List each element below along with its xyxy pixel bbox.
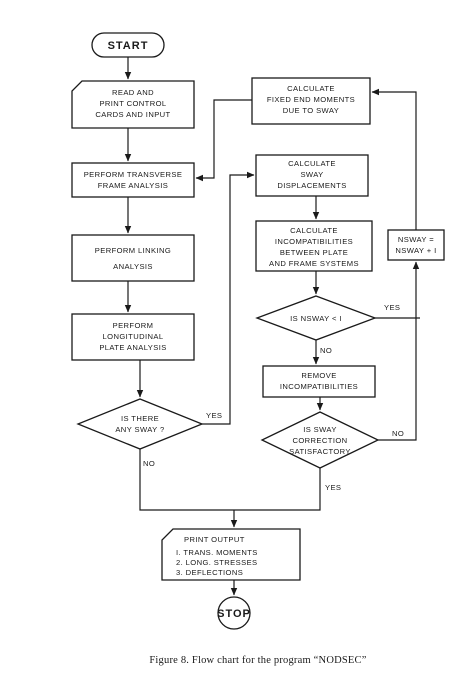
nsway-increment-box: NSWAY = NSWAY + I — [387, 229, 445, 261]
print-output-item-3: 3. DEFLECTIONS — [176, 568, 243, 577]
longitudinal-analysis-box: PERFORM LONGITUDINAL PLATE ANALYSIS — [71, 313, 195, 361]
print-output-item-1: I. TRANS. MOMENTS — [176, 548, 258, 557]
sway-ok-line-3: SATISFACTORY — [289, 447, 351, 456]
fixed-end-line-3: DUE TO SWAY — [283, 106, 339, 115]
stop-label: STOP — [217, 608, 251, 620]
any-sway-decision: IS THERE ANY SWAY ? — [76, 398, 204, 450]
nsway-no-label: NO — [320, 346, 332, 355]
incompatibilities-box: CALCULATE INCOMPATIBILITIES BETWEEN PLAT… — [255, 220, 373, 272]
incompat-line-1: CALCULATE — [290, 226, 338, 235]
connector-increment-fixed-end — [371, 88, 417, 230]
print-output-title: PRINT OUTPUT — [184, 535, 245, 544]
fixed-end-line-1: CALCULATE — [287, 84, 335, 93]
correction-yes-label: YES — [325, 483, 341, 492]
incompat-line-3: BETWEEN PLATE — [280, 248, 348, 257]
connector-any-sway-yes — [202, 171, 255, 425]
transverse-analysis-box: PERFORM TRANSVERSE FRAME ANALYSIS — [71, 162, 195, 198]
linking-line-2: ANALYSIS — [113, 262, 153, 271]
longitudinal-line-3: PLATE ANALYSIS — [99, 343, 166, 352]
connector-correction-no — [378, 261, 420, 441]
transverse-line-1: PERFORM TRANSVERSE — [84, 170, 183, 179]
sway-disp-line-1: CALCULATE — [288, 159, 336, 168]
sway-ok-line-2: CORRECTION — [292, 436, 347, 445]
sway-ok-line-1: IS SWAY — [303, 425, 337, 434]
nsway-decision: IS NSWAY < I — [255, 295, 377, 341]
connector-correction-yes — [234, 468, 321, 511]
incompat-line-2: INCOMPATIBILITIES — [275, 237, 353, 246]
remove-incompatibilities-box: REMOVE INCOMPATIBILITIES — [262, 365, 376, 398]
nsway-yes-label: YES — [384, 303, 400, 312]
any-sway-line-2: ANY SWAY ? — [115, 425, 164, 434]
sway-displacements-box: CALCULATE SWAY DISPLACEMENTS — [255, 154, 369, 197]
sway-disp-line-2: SWAY — [300, 170, 323, 179]
read-input-line-1: READ AND — [112, 88, 154, 97]
sway-disp-line-3: DISPLACEMENTS — [277, 181, 346, 190]
figure-caption: Figure 8. Flow chart for the program “NO… — [149, 655, 366, 666]
linking-analysis-box: PERFORM LINKING ANALYSIS — [71, 234, 195, 282]
transverse-line-2: FRAME ANALYSIS — [98, 181, 168, 190]
print-output-card: PRINT OUTPUT I. TRANS. MOMENTS 2. LONG. … — [161, 528, 301, 581]
stop-terminal: STOP — [217, 596, 251, 630]
remove-line-1: REMOVE — [301, 371, 336, 380]
correction-no-label: NO — [392, 429, 404, 438]
incompat-line-4: AND FRAME SYSTEMS — [269, 259, 359, 268]
longitudinal-line-1: PERFORM — [113, 321, 154, 330]
connector-any-sway-no — [139, 449, 234, 511]
nsway-check-label: IS NSWAY < I — [290, 314, 342, 323]
remove-line-2: INCOMPATIBILITIES — [280, 382, 358, 391]
linking-line-1: PERFORM LINKING — [95, 246, 171, 255]
nsway-inc-line-2: NSWAY + I — [395, 246, 436, 255]
read-input-line-3: CARDS AND INPUT — [95, 110, 170, 119]
any-sway-yes-label: YES — [206, 411, 222, 420]
any-sway-no-label: NO — [143, 459, 155, 468]
any-sway-line-1: IS THERE — [121, 414, 159, 423]
nsway-inc-line-1: NSWAY = — [398, 235, 434, 244]
read-input-card: READ AND PRINT CONTROL CARDS AND INPUT — [71, 80, 195, 129]
connector-fixed-end-transverse — [195, 99, 252, 182]
print-output-item-2: 2. LONG. STRESSES — [176, 558, 258, 567]
read-input-line-2: PRINT CONTROL — [99, 99, 166, 108]
fixed-end-moments-box: CALCULATE FIXED END MOMENTS DUE TO SWAY — [251, 77, 371, 125]
start-terminal: START — [91, 32, 165, 58]
start-label: START — [108, 40, 149, 52]
fixed-end-line-2: FIXED END MOMENTS — [267, 95, 355, 104]
longitudinal-line-2: LONGITUDINAL — [103, 332, 164, 341]
sway-correction-decision: IS SWAY CORRECTION SATISFACTORY — [260, 411, 380, 469]
